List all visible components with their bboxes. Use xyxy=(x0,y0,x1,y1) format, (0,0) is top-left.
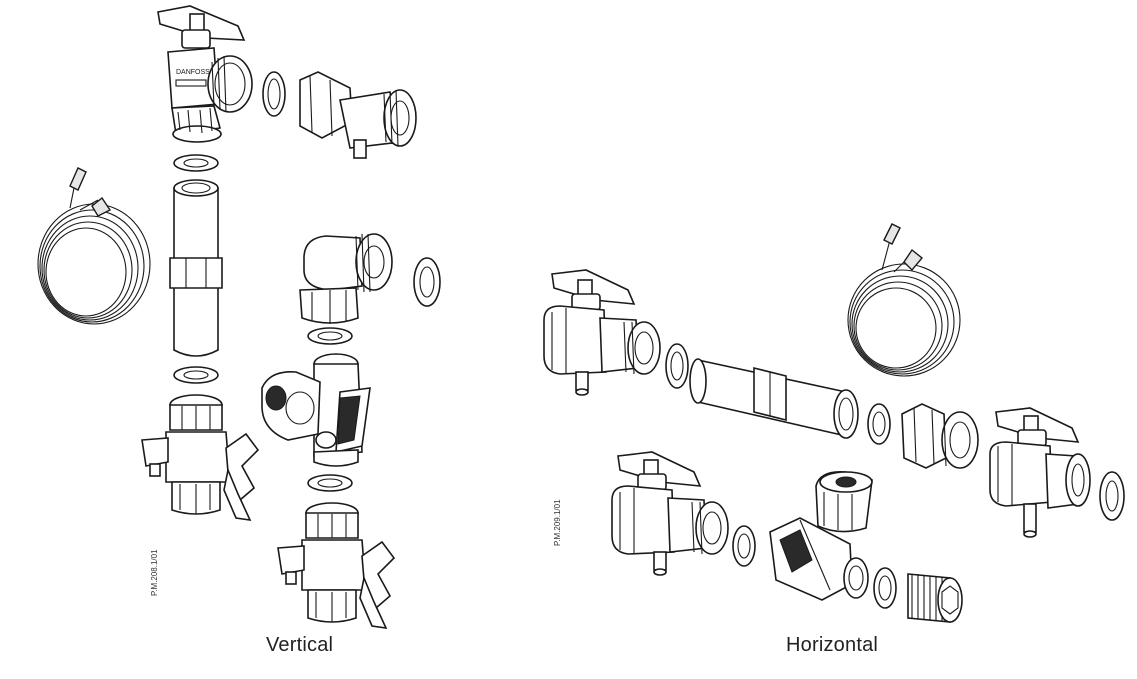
horizontal-flow-regulator xyxy=(769,470,873,601)
vertical-washer-2 xyxy=(173,366,219,384)
vertical-pipe-nipple xyxy=(169,179,223,357)
horizontal-washer-5 xyxy=(873,567,897,609)
horizontal-assembly xyxy=(543,223,1125,623)
vertical-top-washer xyxy=(262,71,286,117)
vertical-top-ball-valve: DANFOSS xyxy=(157,5,253,143)
horizontal-lower-ball-valve xyxy=(611,451,729,576)
vertical-bottom-ball-valve xyxy=(277,502,396,629)
vertical-union-tailpiece xyxy=(299,71,417,159)
horizontal-capillary-coil xyxy=(847,223,961,377)
horizontal-pipe-nipple xyxy=(689,358,859,439)
vertical-elbow-washer xyxy=(413,257,441,307)
horizontal-washer-2 xyxy=(867,403,891,445)
vertical-elbow-fitting xyxy=(299,233,393,324)
vertical-assembly: DANFOSS xyxy=(37,5,441,629)
horizontal-washer-4 xyxy=(732,525,756,567)
horizontal-right-ball-valve xyxy=(989,407,1091,538)
vertical-caption: Vertical xyxy=(266,634,334,656)
horizontal-washer-3 xyxy=(1099,471,1125,521)
horizontal-union-nut xyxy=(901,403,979,469)
vertical-capillary-coil xyxy=(37,167,151,325)
vertical-washer-1 xyxy=(173,154,219,172)
horizontal-caption: Horizontal xyxy=(786,634,879,656)
horizontal-threaded-plug xyxy=(907,573,963,623)
vertical-washer-4 xyxy=(307,474,353,492)
horizontal-left-ball-valve xyxy=(543,269,661,396)
horizontal-drawing-reference: P.M.209.1/01 xyxy=(553,499,562,546)
valve-brand-marking: DANFOSS xyxy=(176,69,210,76)
horizontal-washer-1 xyxy=(665,343,689,389)
vertical-washer-3 xyxy=(307,327,353,345)
vertical-flow-regulator xyxy=(261,353,371,467)
vertical-lower-ball-valve xyxy=(141,394,260,521)
vertical-drawing-reference: P.M.208.1/01 xyxy=(150,549,159,596)
